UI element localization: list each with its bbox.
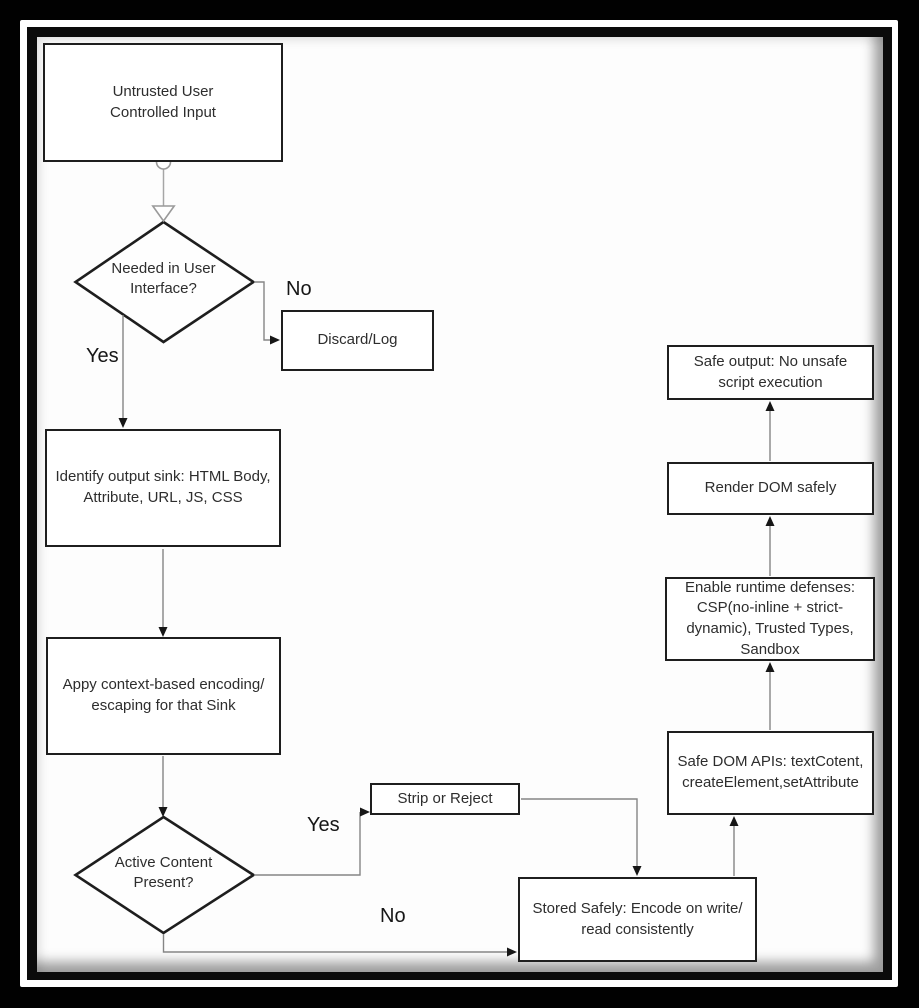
connector-needed-to-discard: [254, 281, 270, 341]
decision-needed-in-ui-label: Needed in User Interface?: [111, 260, 216, 298]
node-render-dom-safely: Render DOM safely: [667, 462, 874, 515]
arrowhead-to-enable-icon: [765, 662, 775, 672]
edge-label-yes-bottom: Yes: [307, 814, 340, 836]
arrowhead-strip-to-stored-icon: [632, 866, 642, 876]
arrowhead-to-identify-icon: [118, 418, 128, 428]
node-identify-sink-label: Identify output sink: HTML Body, Attribu…: [55, 468, 271, 506]
edge-label-no-bottom: No: [380, 905, 406, 927]
arrowhead-to-safeout-icon: [765, 401, 775, 411]
edge-label-no-top: No: [286, 278, 312, 300]
node-safe-output: Safe output: No unsafe script execution: [667, 345, 874, 400]
arrowhead-to-render-icon: [765, 516, 775, 526]
arrowhead-to-strip-icon: [360, 807, 370, 817]
connector-strip-to-stored: [521, 798, 638, 866]
edge-label-yes-top: Yes: [86, 345, 119, 367]
node-untrusted-input: Untrusted User Controlled Input: [43, 43, 283, 162]
arrowhead-to-safedom-icon: [729, 816, 739, 826]
node-apply-encoding-label: Appy context-based encoding/ escaping fo…: [62, 676, 265, 714]
arrowhead-to-active-icon: [158, 807, 168, 817]
node-runtime-defenses-label: Enable runtime defenses: CSP(no-inline +…: [684, 578, 856, 658]
node-strip-or-reject-label: Strip or Reject: [397, 789, 493, 807]
decision-active-content-label: Active Content Present?: [114, 854, 213, 892]
connector-active-to-strip: [254, 812, 361, 876]
node-render-dom-safely-label: Render DOM safely: [704, 479, 837, 497]
node-stored-safely-label: Stored Safely: Encode on write/ read con…: [532, 899, 743, 938]
node-discard-log-label: Discard/Log: [317, 331, 398, 349]
node-safe-dom-apis: Safe DOM APIs: textCotent, createElement…: [667, 731, 874, 815]
arrowhead-to-apply-icon: [158, 627, 168, 637]
node-discard-log: Discard/Log: [281, 310, 434, 371]
arrowhead-no-to-stored-icon: [507, 947, 517, 957]
node-safe-dom-apis-label: Safe DOM APIs: textCotent, createElement…: [677, 753, 864, 791]
node-stored-safely: Stored Safely: Encode on write/ read con…: [518, 877, 757, 962]
node-safe-output-label: Safe output: No unsafe script execution: [693, 352, 848, 391]
decision-active-content-shape: [73, 815, 256, 935]
node-untrusted-input-label: Untrusted User Controlled Input: [110, 82, 216, 121]
node-strip-or-reject: Strip or Reject: [370, 783, 520, 815]
arrowhead-to-discard-icon: [270, 335, 280, 345]
node-runtime-defenses: Enable runtime defenses: CSP(no-inline +…: [665, 577, 875, 661]
open-arrowhead-icon: [151, 205, 176, 223]
node-identify-sink: Identify output sink: HTML Body, Attribu…: [45, 429, 281, 547]
decision-needed-in-ui-shape: [73, 220, 256, 344]
connector-active-to-stored: [162, 934, 507, 953]
node-apply-encoding: Appy context-based encoding/ escaping fo…: [46, 637, 281, 755]
